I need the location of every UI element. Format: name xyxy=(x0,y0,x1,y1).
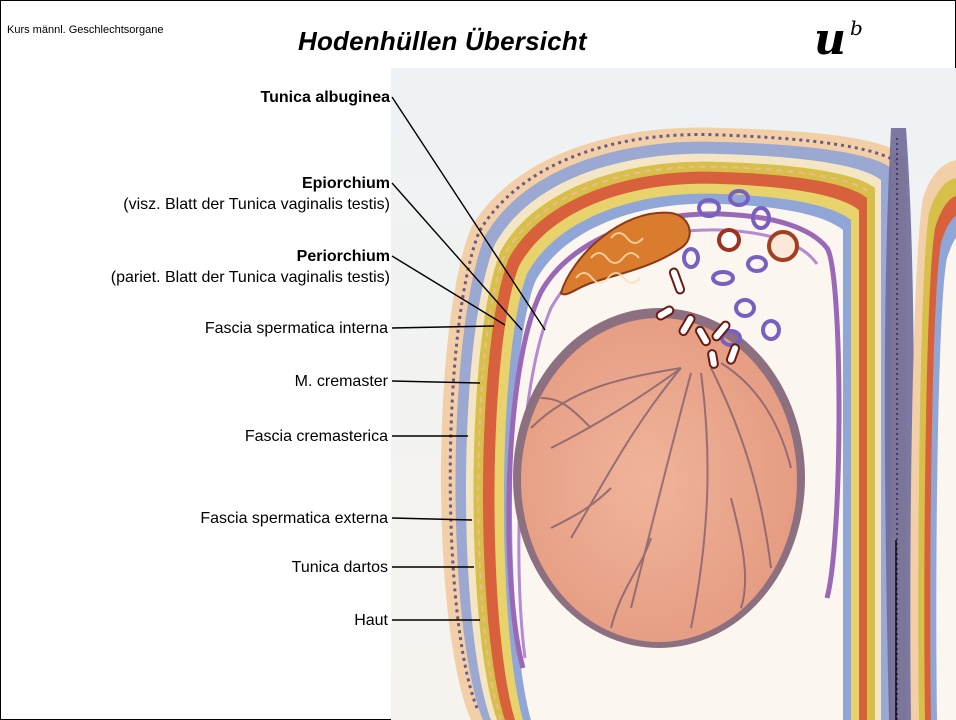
leader-m-cremaster xyxy=(392,381,480,383)
label-periorchium: Periorchium (pariet. Blatt der Tunica va… xyxy=(111,246,390,288)
label-fascia-cremasterica: Fascia cremasterica xyxy=(245,426,388,447)
label-epiorchium-sub: (visz. Blatt der Tunica vaginalis testis… xyxy=(123,194,390,215)
label-fascia-spermatica-externa: Fascia spermatica externa xyxy=(200,508,388,529)
label-tunica-albuginea: Tunica albuginea xyxy=(261,87,391,108)
label-periorchium-sub: (pariet. Blatt der Tunica vaginalis test… xyxy=(111,267,390,288)
leader-tunica-albuginea xyxy=(392,97,545,330)
label-tunica-dartos: Tunica dartos xyxy=(292,557,388,578)
label-epiorchium: Epiorchium (visz. Blatt der Tunica vagin… xyxy=(123,173,390,215)
label-haut: Haut xyxy=(354,610,388,631)
leader-epiorchium xyxy=(392,183,522,330)
label-fascia-spermatica-interna: Fascia spermatica interna xyxy=(205,318,388,339)
label-m-cremaster: M. cremaster xyxy=(295,371,388,392)
leader-periorchium xyxy=(392,256,505,325)
leader-fascia-spermatica-interna xyxy=(392,326,494,328)
leader-fascia-spermatica-externa xyxy=(392,518,472,520)
